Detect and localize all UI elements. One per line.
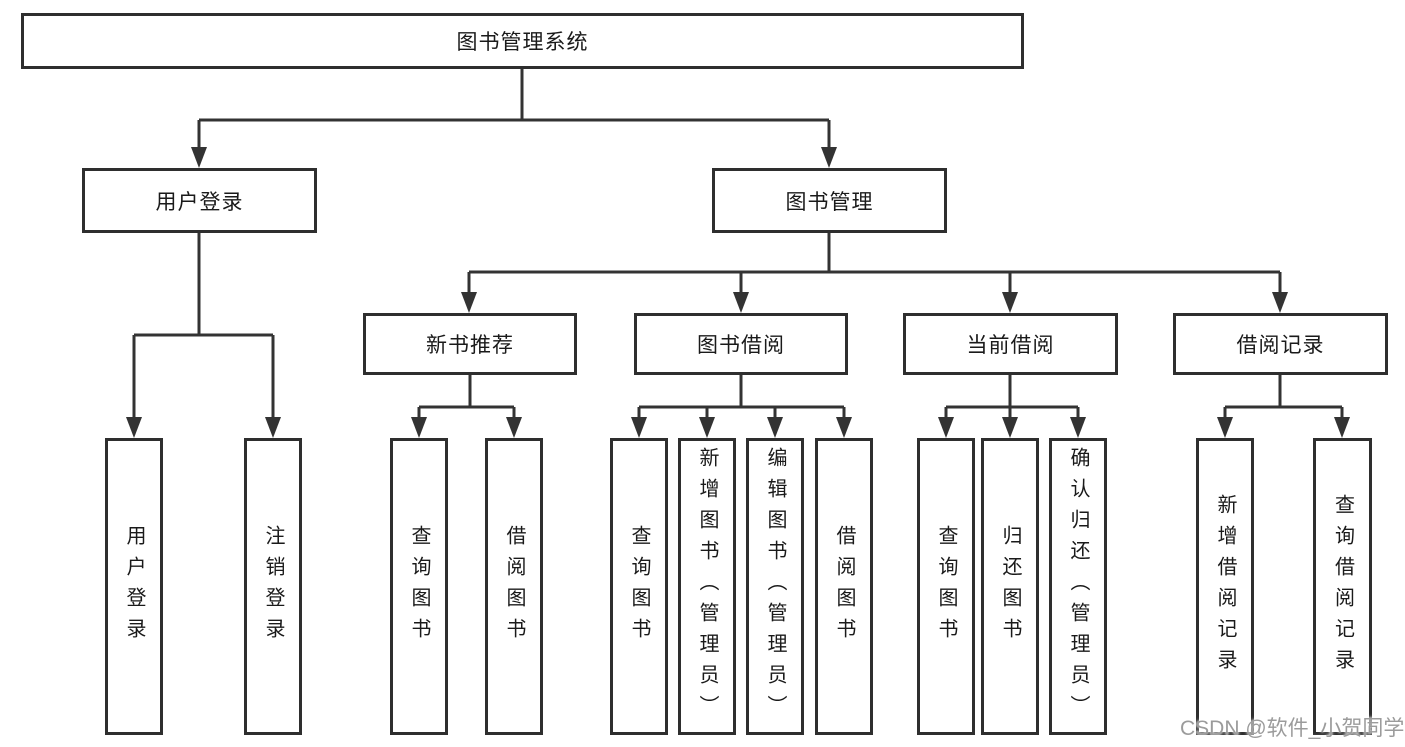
node-recommend-query-books: 查询图书 <box>390 438 448 735</box>
node-query-borrow-record: 查询借阅记录 <box>1313 438 1372 735</box>
arrow-down-icon <box>191 147 207 168</box>
node-book-borrowing: 图书借阅 <box>634 313 848 375</box>
node-current-query-books: 查询图书 <box>917 438 975 735</box>
arrow-down-icon <box>126 417 142 438</box>
node-label: 借阅记录 <box>1236 333 1325 357</box>
node-label: 注销登录 <box>262 524 284 649</box>
arrow-down-icon <box>631 417 647 438</box>
arrow-down-icon <box>767 417 783 438</box>
node-label: 确认归还（管理员） <box>1067 447 1089 726</box>
node-borrowing-query-books: 查询图书 <box>610 438 668 735</box>
node-confirm-return-admin: 确认归还（管理员） <box>1049 438 1107 735</box>
arrow-down-icon <box>1334 417 1350 438</box>
arrow-down-icon <box>733 292 749 313</box>
node-book-management: 图书管理 <box>712 168 947 233</box>
arrow-down-icon <box>1272 292 1288 313</box>
arrow-down-icon <box>411 417 427 438</box>
node-label: 新增借阅记录 <box>1214 493 1236 680</box>
arrow-down-icon <box>265 417 281 438</box>
arrow-down-icon <box>1002 417 1018 438</box>
node-label: 图书借阅 <box>697 333 785 357</box>
node-label: 查询借阅记录 <box>1331 493 1354 680</box>
node-borrowing-borrow-books: 借阅图书 <box>815 438 873 735</box>
node-label: 编辑图书（管理员） <box>764 447 786 726</box>
node-label: 查询图书 <box>408 524 430 649</box>
node-label: 借阅图书 <box>503 524 525 649</box>
node-return-books: 归还图书 <box>981 438 1039 735</box>
node-label: 借阅图书 <box>833 524 855 649</box>
node-user-login-branch: 用户登录 <box>82 168 317 233</box>
node-new-book-recommend: 新书推荐 <box>363 313 577 375</box>
node-label: 当前借阅 <box>966 333 1055 357</box>
csdn-watermark: CSDN @软件_小贺同学 <box>1180 717 1405 740</box>
node-label: 用户登录 <box>123 524 145 649</box>
node-logout: 注销登录 <box>244 438 302 735</box>
node-recommend-borrow-books: 借阅图书 <box>485 438 543 735</box>
arrow-down-icon <box>1070 417 1086 438</box>
node-label: 归还图书 <box>999 524 1021 649</box>
node-label: 新书推荐 <box>426 333 514 357</box>
node-label: 新增图书（管理员） <box>696 447 718 726</box>
node-label: 查询图书 <box>935 524 957 649</box>
arrow-down-icon <box>506 417 522 438</box>
arrow-down-icon <box>1217 417 1233 438</box>
node-add-borrow-record: 新增借阅记录 <box>1196 438 1254 735</box>
node-user-login: 用户登录 <box>105 438 163 735</box>
node-label: 查询图书 <box>628 524 650 649</box>
node-current-borrowing: 当前借阅 <box>903 313 1118 375</box>
arrow-down-icon <box>836 417 852 438</box>
node-label: 图书管理 <box>785 189 874 214</box>
node-library-system: 图书管理系统 <box>21 13 1024 69</box>
node-add-books-admin: 新增图书（管理员） <box>678 438 736 735</box>
node-label: 用户登录 <box>155 189 244 214</box>
node-label: 图书管理系统 <box>456 30 589 54</box>
arrow-down-icon <box>938 417 954 438</box>
node-edit-books-admin: 编辑图书（管理员） <box>746 438 804 735</box>
arrow-down-icon <box>461 292 477 313</box>
arrow-down-icon <box>1002 292 1018 313</box>
node-borrowing-records: 借阅记录 <box>1173 313 1388 375</box>
arrow-down-icon <box>821 147 837 168</box>
arrow-down-icon <box>699 417 715 438</box>
